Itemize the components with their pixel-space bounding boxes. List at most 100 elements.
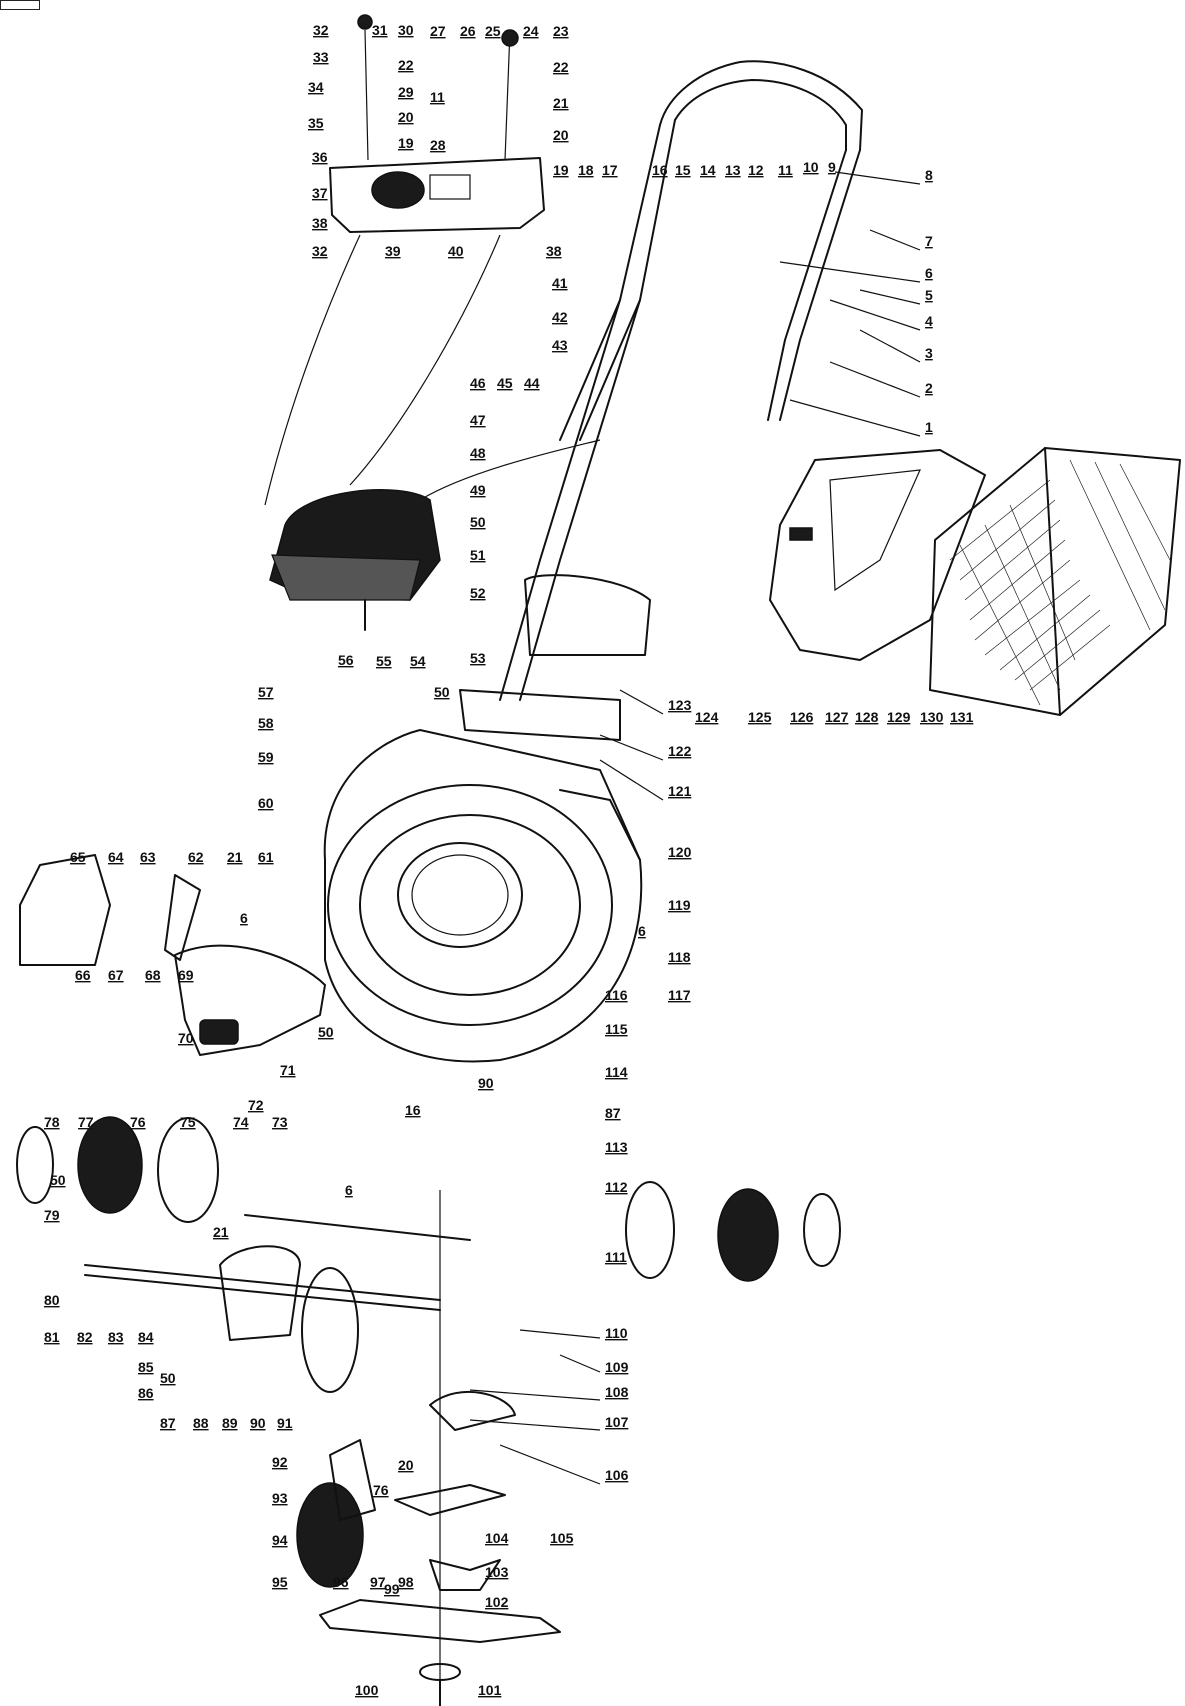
callout-20: 20: [398, 109, 414, 125]
callout-3: 3: [925, 345, 933, 361]
callout-121: 121: [668, 783, 692, 799]
callout-87: 87: [605, 1105, 621, 1121]
callout-123: 123: [668, 697, 692, 713]
callout-119: 119: [668, 897, 691, 913]
callout-53: 53: [470, 650, 486, 666]
corner-stamp: [0, 0, 40, 10]
callout-20b: 20: [553, 127, 569, 143]
callout-20c: 20: [398, 1457, 414, 1473]
callout-49: 49: [470, 482, 486, 498]
callout-6c: 6: [638, 923, 646, 939]
rear-flap: [459, 574, 651, 741]
callout-62: 62: [188, 849, 204, 865]
callout-50c: 50: [318, 1024, 334, 1040]
callout-48: 48: [470, 445, 486, 461]
callout-24: 24: [523, 23, 539, 39]
callout-92: 92: [272, 1454, 288, 1470]
callout-4: 4: [925, 313, 933, 329]
callout-30: 30: [398, 22, 414, 38]
callout-115: 115: [605, 1021, 628, 1037]
deck: [323, 729, 643, 1063]
callout-90b: 90: [250, 1415, 266, 1431]
callout-59: 59: [258, 749, 274, 765]
callout-114: 114: [605, 1064, 628, 1080]
cables: [264, 234, 601, 506]
callout-107: 107: [605, 1414, 629, 1430]
callout-122: 122: [668, 743, 692, 759]
callout-5: 5: [925, 287, 933, 303]
callout-35: 35: [308, 115, 324, 131]
callout-21: 21: [553, 95, 569, 111]
callout-70: 70: [178, 1030, 194, 1046]
callout-17: 17: [602, 162, 618, 178]
callout-25: 25: [485, 23, 501, 39]
callout-1: 1: [925, 419, 933, 435]
callout-76b: 76: [373, 1482, 389, 1498]
callout-127: 127: [825, 709, 849, 725]
callout-88: 88: [193, 1415, 209, 1431]
callout-78: 78: [44, 1114, 60, 1130]
callout-51: 51: [470, 547, 486, 563]
callout-2: 2: [925, 380, 933, 396]
callout-113: 113: [605, 1139, 628, 1155]
callout-11: 11: [430, 89, 445, 105]
grass-bag: [929, 447, 1181, 716]
callout-50d: 50: [50, 1172, 66, 1188]
callout-19b: 19: [553, 162, 569, 178]
callout-13: 13: [725, 162, 741, 178]
callout-97: 97: [370, 1574, 386, 1590]
callout-58: 58: [258, 715, 274, 731]
callout-99: 99: [384, 1581, 400, 1597]
callout-57: 57: [258, 684, 274, 700]
callout-65: 65: [70, 849, 86, 865]
callout-85: 85: [138, 1359, 154, 1375]
callout-129: 129: [887, 709, 911, 725]
control-panel: [329, 14, 545, 233]
callout-73: 73: [272, 1114, 288, 1130]
callout-55: 55: [376, 653, 392, 669]
callout-21c: 21: [213, 1224, 229, 1240]
callout-120: 120: [668, 844, 692, 860]
callout-10: 10: [803, 159, 819, 175]
callout-76: 76: [130, 1114, 146, 1130]
callout-54: 54: [410, 653, 426, 669]
callout-77: 77: [78, 1114, 94, 1130]
callout-61: 61: [258, 849, 274, 865]
callout-50: 50: [470, 514, 486, 530]
callout-21b: 21: [227, 849, 243, 865]
callout-87b: 87: [160, 1415, 176, 1431]
callout-109: 109: [605, 1359, 629, 1375]
callout-90: 90: [478, 1075, 494, 1091]
callout-11b: 11: [778, 162, 793, 178]
callout-37: 37: [312, 185, 328, 201]
callout-29: 29: [398, 84, 414, 100]
callout-64: 64: [108, 849, 124, 865]
callout-40: 40: [448, 243, 464, 259]
callout-102: 102: [485, 1594, 509, 1610]
callout-105: 105: [550, 1530, 574, 1546]
callout-124: 124: [695, 709, 719, 725]
callout-33: 33: [313, 49, 329, 65]
callout-106: 106: [605, 1467, 629, 1483]
callout-98: 98: [398, 1574, 414, 1590]
callout-50e: 50: [160, 1370, 176, 1386]
callout-68: 68: [145, 967, 161, 983]
callout-110: 110: [605, 1325, 628, 1341]
callout-31: 31: [372, 22, 388, 38]
callout-69: 69: [178, 967, 194, 983]
callout-89: 89: [222, 1415, 238, 1431]
callout-8: 8: [925, 167, 933, 183]
callout-71: 71: [280, 1062, 296, 1078]
callout-131: 131: [950, 709, 974, 725]
callout-38: 38: [312, 215, 328, 231]
blade-assembly: [319, 1190, 561, 1706]
callout-60: 60: [258, 795, 274, 811]
wheels: [16, 1116, 841, 1588]
callout-36: 36: [312, 149, 328, 165]
callout-125: 125: [748, 709, 772, 725]
callout-80: 80: [44, 1292, 60, 1308]
handle-frame: [499, 60, 863, 701]
callout-56: 56: [338, 652, 354, 668]
callout-16: 16: [652, 162, 668, 178]
